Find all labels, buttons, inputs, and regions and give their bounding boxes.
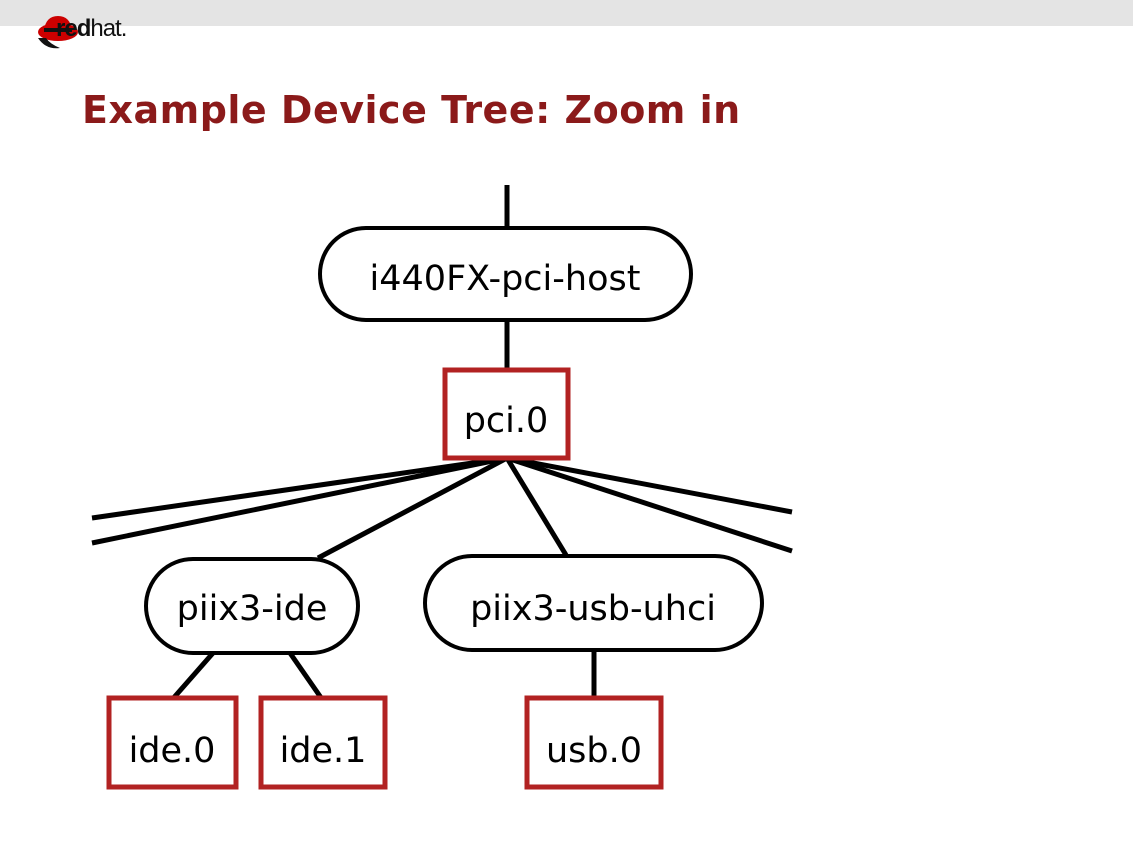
edge-ide-ctrl-to-ide0	[168, 651, 215, 704]
edge-pci-to-offscreen-right-1	[506, 455, 793, 515]
bus-ide0: ide.0	[106, 695, 239, 790]
edge-pci-to-ide-ctrl	[316, 455, 509, 561]
edge-pci-to-offscreen-left-1	[91, 455, 508, 521]
redhat-logo	[38, 16, 78, 49]
node-usb-ctrl: piix3-usb-uhci	[423, 554, 764, 652]
node-ide-ctrl: piix3-ide	[144, 557, 360, 655]
bus-ide1: ide.1	[258, 695, 388, 790]
top-bar	[0, 0, 1133, 26]
redhat-wordmark: redhat.	[56, 15, 127, 43]
node-ide-ctrl-label: piix3-ide	[177, 589, 328, 629]
redhat-shadowman-icon	[38, 16, 78, 49]
node-usb-ctrl-label: piix3-usb-uhci	[470, 589, 716, 629]
node-host: i440FX-pci-host	[318, 226, 693, 322]
logo-text-bold: red	[56, 15, 91, 42]
edge-pci-to-offscreen-right-2	[506, 455, 793, 554]
slide-title: Example Device Tree: Zoom in	[82, 88, 741, 132]
bus-ide0-label: ide.0	[129, 731, 216, 771]
logo-text-light: hat.	[90, 15, 127, 42]
edge-ide-ctrl-to-ide1	[287, 651, 327, 704]
edge-pci-to-offscreen-left-2	[91, 455, 508, 546]
bus-ide1-label: ide.1	[280, 731, 367, 771]
bus-usb0: usb.0	[524, 695, 664, 790]
bus-pci0: pci.0	[442, 367, 571, 461]
node-host-label: i440FX-pci-host	[370, 259, 641, 299]
bus-pci0-label: pci.0	[464, 401, 549, 441]
edge-pci-to-usb-ctrl	[504, 456, 569, 557]
bus-usb0-label: usb.0	[546, 731, 642, 771]
